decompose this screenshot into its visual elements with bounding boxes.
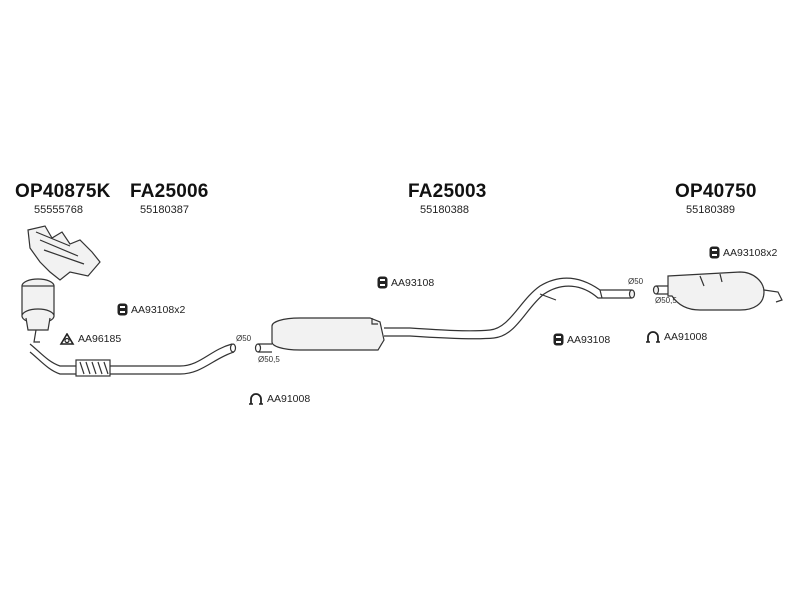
gasket-icon (59, 333, 75, 345)
clamp-icon (646, 331, 660, 343)
part-code-front-pipe: FA25006 (130, 181, 209, 202)
part-code-catalyst: OP40875K (15, 181, 111, 202)
dimension-label: Ø50 (236, 334, 252, 343)
part-number-middle-silencer: 55180388 (420, 204, 469, 216)
accessory-code: AA93108 (567, 333, 611, 346)
accessory-code: AA93108 (391, 276, 435, 289)
part-number-rear-silencer: 55180389 (686, 204, 735, 216)
accessory-code: AA91008 (664, 331, 708, 343)
rubber-mount-icon (553, 333, 564, 346)
dimension-label: Ø50 (628, 277, 644, 286)
part-number-front-pipe: 55180387 (140, 204, 189, 216)
accessory-code: AA93108x2 (723, 246, 778, 259)
rubber-mount-icon (709, 246, 720, 259)
accessory-item[interactable]: AA93108 (377, 276, 434, 289)
accessory-code: AA91008 (267, 393, 311, 405)
rubber-mount-icon (377, 276, 388, 289)
accessory-code: AA96185 (78, 333, 122, 345)
rear-silencer[interactable] (652, 271, 783, 311)
accessory-code: AA93108x2 (131, 303, 186, 316)
accessory-item[interactable]: AA93108x2 (117, 303, 185, 316)
accessory-item[interactable]: AA93108 (553, 333, 610, 346)
part-number-catalyst: 55555768 (34, 204, 83, 216)
part-code-rear-silencer: OP40750 (675, 181, 757, 202)
middle-silencer[interactable] (271, 277, 636, 351)
rubber-mount-icon (117, 303, 128, 316)
accessory-item[interactable]: AA96185 (59, 333, 121, 345)
accessory-item[interactable]: AA91008 (248, 393, 310, 405)
accessory-item[interactable]: AA93108x2 (709, 246, 777, 259)
accessory-item[interactable]: AA91008 (645, 331, 707, 343)
clamp-icon (249, 393, 263, 405)
dimension-label: Ø50,5 (258, 355, 280, 364)
front-pipe[interactable] (29, 343, 272, 377)
part-code-middle-silencer: FA25003 (408, 181, 487, 202)
manifold-catalyst[interactable] (21, 225, 101, 343)
dimension-label: Ø50,5 (655, 296, 677, 305)
